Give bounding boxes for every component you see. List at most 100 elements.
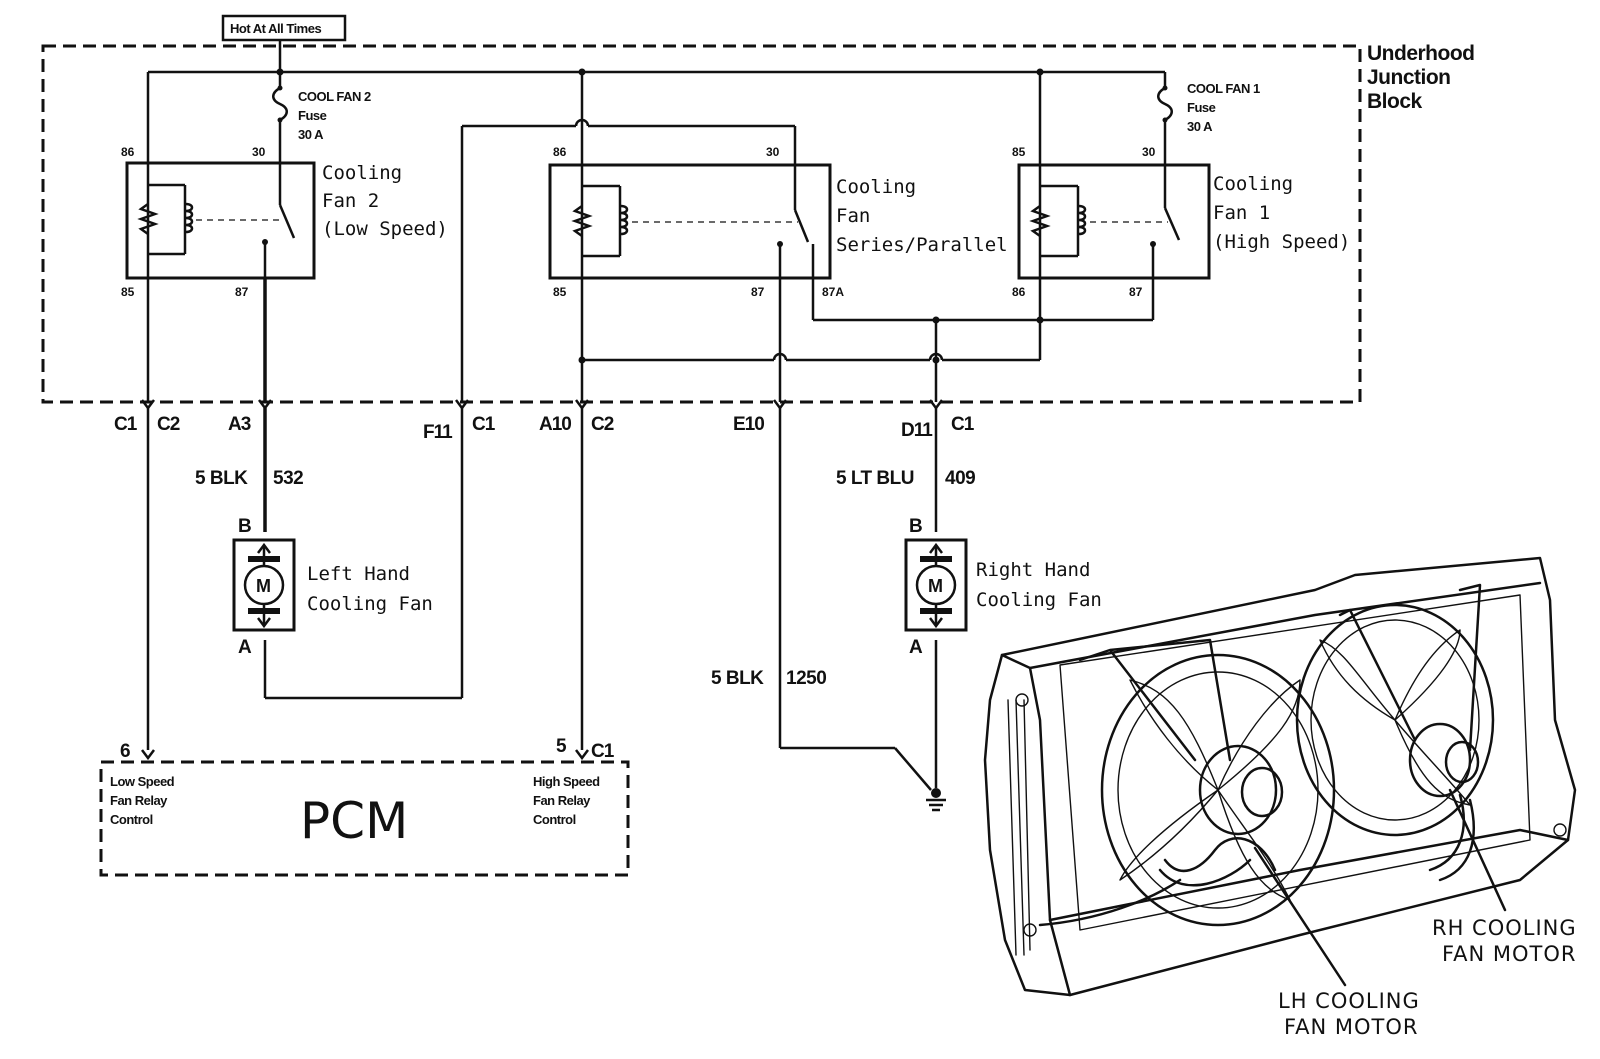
relay-series-parallel-label: Cooling Fan Series/Parallel [836, 176, 1008, 256]
svg-text:F11: F11 [423, 422, 453, 443]
svg-text:Fuse: Fuse [1187, 100, 1216, 115]
svg-text:5: 5 [556, 736, 567, 757]
svg-text:30: 30 [252, 145, 266, 159]
cool-fan-2-fuse: COOL FAN 2 Fuse 30 A [272, 72, 372, 150]
svg-text:409: 409 [945, 468, 975, 489]
right-hand-cooling-fan-label: Right Hand Cooling Fan [976, 559, 1102, 611]
svg-text:Series/Parallel: Series/Parallel [836, 234, 1008, 256]
connector-labels: C1 C2 A3 F11 C1 A10 C2 E10 D11 C1 [114, 414, 976, 443]
left-hand-cooling-fan-label: Left Hand Cooling Fan [307, 563, 433, 615]
svg-text:Control: Control [110, 812, 153, 827]
svg-text:A10: A10 [539, 414, 571, 435]
svg-text:C1: C1 [472, 414, 496, 435]
svg-text:30: 30 [1142, 145, 1156, 159]
svg-text:M: M [928, 576, 943, 596]
svg-text:C1: C1 [114, 414, 138, 435]
svg-text:85: 85 [121, 285, 135, 299]
cool-fan-1-fuse: COOL FAN 1 Fuse 30 A [1157, 81, 1261, 150]
internal-wiring [146, 278, 1155, 402]
svg-text:B: B [909, 516, 922, 537]
relay-series-parallel: 86 30 85 87 87A [548, 145, 844, 299]
pcm-high-speed-label: High Speed Fan Relay Control [533, 774, 601, 827]
svg-text:Left Hand: Left Hand [307, 563, 410, 585]
crossover-wire [460, 118, 797, 402]
svg-text:Fan: Fan [836, 205, 870, 227]
svg-text:1250: 1250 [786, 668, 826, 689]
svg-text:FAN MOTOR: FAN MOTOR [1442, 942, 1577, 966]
svg-text:87A: 87A [822, 285, 844, 299]
relay-cooling-fan-2-label: Cooling Fan 2 (Low Speed) [322, 162, 448, 240]
svg-text:Fan 2: Fan 2 [322, 190, 379, 212]
svg-text:C2: C2 [591, 414, 614, 435]
svg-text:A3: A3 [228, 414, 251, 435]
svg-text:C1: C1 [951, 414, 975, 435]
svg-text:E10: E10 [733, 414, 764, 435]
svg-text:86: 86 [1012, 285, 1026, 299]
wire-label-ground: 5 BLK 1250 [711, 668, 827, 689]
wire-label-lh: 5 BLK 532 [195, 466, 304, 489]
pcm-low-speed-label: Low Speed Fan Relay Control [110, 774, 175, 827]
svg-text:A: A [909, 637, 923, 658]
underhood-junction-block-outline [41, 44, 1362, 404]
svg-text:Cooling: Cooling [322, 162, 402, 184]
svg-text:D11: D11 [901, 420, 933, 441]
svg-text:PCM: PCM [300, 792, 408, 850]
lh-cooling-fan-motor-callout: LH COOLING FAN MOTOR [1278, 989, 1420, 1039]
svg-text:30 A: 30 A [298, 127, 324, 142]
svg-text:High Speed: High Speed [533, 774, 600, 789]
svg-text:Fan Relay: Fan Relay [110, 793, 168, 808]
svg-text:85: 85 [553, 285, 567, 299]
svg-text:Right Hand: Right Hand [976, 559, 1090, 581]
svg-text:5 BLK: 5 BLK [195, 468, 248, 489]
svg-text:B: B [238, 516, 251, 537]
svg-text:532: 532 [273, 468, 303, 489]
svg-text:Control: Control [533, 812, 576, 827]
svg-text:M: M [256, 576, 271, 596]
svg-text:Cooling: Cooling [836, 176, 916, 198]
svg-text:FAN MOTOR: FAN MOTOR [1284, 1015, 1419, 1039]
rh-cooling-fan-motor-callout: RH COOLING FAN MOTOR [1432, 916, 1577, 966]
fan-assembly-illustration [983, 556, 1577, 997]
relay-cooling-fan-1-label: Cooling Fan 1 (High Speed) [1213, 173, 1350, 253]
svg-text:LH COOLING: LH COOLING [1278, 989, 1420, 1013]
svg-text:87: 87 [235, 285, 249, 299]
svg-text:C1: C1 [591, 741, 615, 762]
relay-cooling-fan-2: 86 30 85 87 [121, 145, 316, 299]
svg-text:Cooling Fan: Cooling Fan [976, 589, 1102, 611]
svg-text:30: 30 [766, 145, 780, 159]
svg-text:86: 86 [553, 145, 567, 159]
right-hand-cooling-fan-motor: B A M [904, 516, 968, 658]
svg-text:Cooling Fan: Cooling Fan [307, 593, 433, 615]
svg-text:87: 87 [1129, 285, 1143, 299]
svg-text:Junction: Junction [1367, 66, 1451, 89]
svg-text:Low Speed: Low Speed [110, 774, 175, 789]
svg-text:Fuse: Fuse [298, 108, 327, 123]
wire-label-rh: 5 LT BLU 409 [836, 468, 976, 489]
svg-text:RH COOLING: RH COOLING [1432, 916, 1577, 940]
svg-text:A: A [238, 637, 252, 658]
svg-text:86: 86 [121, 145, 135, 159]
left-hand-cooling-fan-motor: B A M [232, 516, 296, 658]
battery-bus [146, 40, 1167, 150]
svg-text:COOL FAN 1: COOL FAN 1 [1187, 81, 1260, 96]
svg-text:6: 6 [120, 741, 130, 762]
svg-text:30 A: 30 A [1187, 119, 1213, 134]
pcm-module: 6 5 C1 PCM [99, 736, 630, 877]
underhood-junction-block-label: Underhood Junction Block [1367, 42, 1475, 113]
svg-text:85: 85 [1012, 145, 1026, 159]
svg-text:COOL FAN 2: COOL FAN 2 [298, 89, 371, 104]
svg-text:Cooling: Cooling [1213, 173, 1293, 195]
svg-text:(High Speed): (High Speed) [1213, 231, 1350, 253]
svg-text:87: 87 [751, 285, 765, 299]
hot-at-all-times-label: Hot At All Times [221, 14, 347, 42]
svg-text:Fan Relay: Fan Relay [533, 793, 591, 808]
svg-text:5 LT BLU: 5 LT BLU [836, 468, 914, 489]
svg-text:Hot At All Times: Hot At All Times [230, 21, 321, 36]
relay-cooling-fan-1: 85 30 86 87 [1012, 145, 1211, 299]
svg-text:C2: C2 [157, 414, 180, 435]
svg-text:5 BLK: 5 BLK [711, 668, 764, 689]
svg-text:Underhood: Underhood [1367, 42, 1474, 65]
svg-text:(Low Speed): (Low Speed) [322, 218, 448, 240]
svg-text:Fan 1: Fan 1 [1213, 202, 1270, 224]
svg-text:Block: Block [1367, 90, 1423, 113]
